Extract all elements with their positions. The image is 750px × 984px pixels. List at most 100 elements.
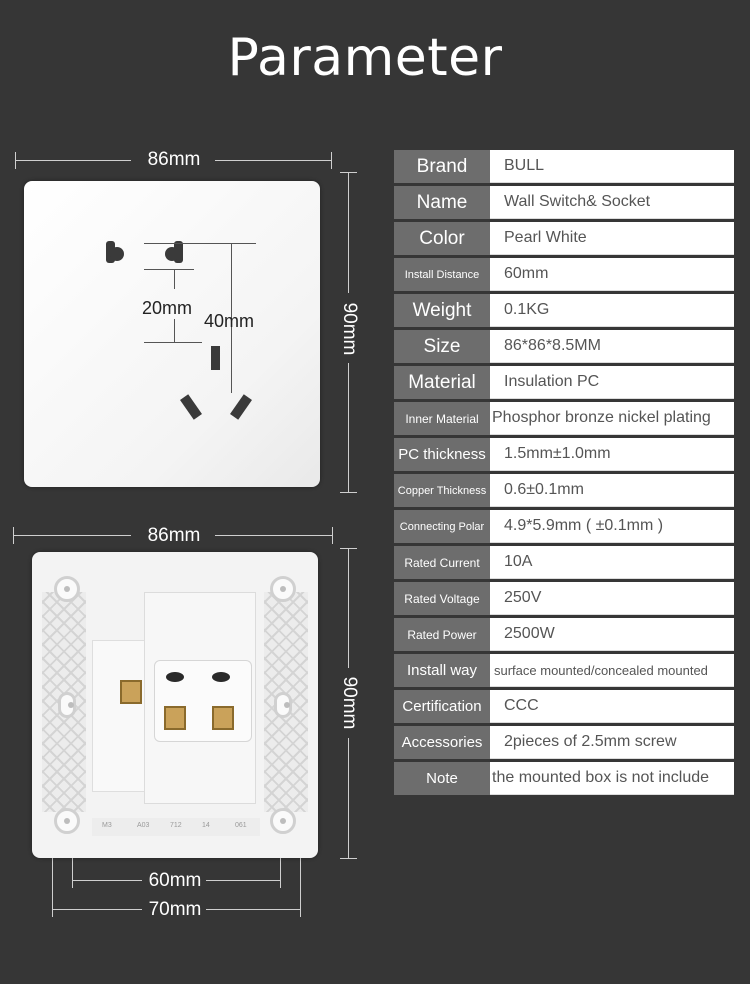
spec-key: Install Distance — [394, 258, 490, 291]
spec-value: the mounted box is not include — [490, 762, 734, 795]
spec-value: 10A — [490, 546, 734, 579]
socket-back-plate: M3 A03 712 14 061 — [32, 552, 318, 858]
back-height-label: 90mm — [339, 676, 360, 730]
hole-spacing-line-right — [206, 880, 280, 881]
spec-key: Rated Voltage — [394, 582, 490, 615]
front-height-tick-top — [340, 172, 357, 173]
spec-row-pc-thickness: PC thickness 1.5mm±1.0mm — [394, 438, 734, 471]
spec-row-note: Note the mounted box is not include — [394, 762, 734, 795]
frame-width-label: 70mm — [148, 899, 202, 920]
frame-width-line-right — [206, 909, 300, 910]
terminal-right — [212, 706, 234, 730]
mount-hole-left — [58, 692, 76, 718]
spec-key: Color — [394, 222, 490, 255]
back-height-tick-top — [340, 548, 357, 549]
spec-key: Rated Current — [394, 546, 490, 579]
frame-width-line-left — [52, 909, 142, 910]
spec-key: Rated Power — [394, 618, 490, 651]
spec-key: Name — [394, 186, 490, 219]
spec-value: 2pieces of 2.5mm screw — [490, 726, 734, 759]
spec-key: PC thickness — [394, 438, 490, 471]
hole-spacing-line-left — [72, 880, 142, 881]
terminal-screw-right — [212, 672, 230, 682]
hole-spacing-tick-left — [72, 858, 73, 888]
front-width-tick-right — [331, 152, 332, 169]
screw-hole-bottom-left — [54, 808, 80, 834]
spec-row-install-distance: Install Distance 60mm — [394, 258, 734, 291]
front-40mm-vertical — [231, 243, 232, 393]
spec-value: surface mounted/concealed mounted — [490, 654, 734, 687]
front-pin-depth-label: 40mm — [204, 311, 255, 331]
back-height-dimension-line-bottom — [348, 738, 349, 858]
spec-row-brand: Brand BULL — [394, 150, 734, 183]
spec-row-connecting-polar: Connecting Polar 4.9*5.9mm ( ±0.1mm ) — [394, 510, 734, 543]
back-code-5: 061 — [235, 822, 247, 829]
back-width-tick-right — [332, 527, 333, 544]
spec-value: Pearl White — [490, 222, 734, 255]
spec-row-color: Color Pearl White — [394, 222, 734, 255]
mount-hole-right — [274, 692, 292, 718]
spec-value: 2500W — [490, 618, 734, 651]
front-width-dimension-line-left — [16, 160, 131, 161]
spec-row-rated-power: Rated Power 2500W — [394, 618, 734, 651]
front-width-dimension-line-right — [215, 160, 332, 161]
socket-front-plate: 20mm 40mm — [24, 181, 320, 487]
back-code-3: 712 — [170, 822, 182, 829]
spec-key: Install way — [394, 654, 490, 687]
spec-key: Brand — [394, 150, 490, 183]
back-code-strip — [92, 818, 260, 836]
screw-hole-bottom-right — [270, 808, 296, 834]
spec-row-rated-current: Rated Current 10A — [394, 546, 734, 579]
spec-key: Inner Material — [394, 402, 490, 435]
spec-row-install-way: Install way surface mounted/concealed mo… — [394, 654, 734, 687]
spec-row-copper-thickness: Copper Thickness 0.6±0.1mm — [394, 474, 734, 507]
spec-key: Certification — [394, 690, 490, 723]
back-width-dimension-line-left — [13, 535, 131, 536]
socket-angled-pin-right — [230, 394, 252, 420]
back-height-dimension-line-top — [348, 548, 349, 668]
spec-value: 86*86*8.5MM — [490, 330, 734, 363]
back-code-2: A03 — [137, 822, 150, 829]
front-width-label: 86mm — [147, 149, 201, 170]
frame-width-tick-right — [300, 858, 301, 917]
spec-key: Size — [394, 330, 490, 363]
back-code-4: 14 — [202, 822, 210, 829]
spec-value: 60mm — [490, 258, 734, 291]
spec-row-inner-material: Inner Material Phosphor bronze nickel pl… — [394, 402, 734, 435]
socket-earth-pin — [211, 346, 220, 370]
spec-row-material: Material Insulation PC — [394, 366, 734, 399]
back-width-dimension-line-right — [215, 535, 333, 536]
spec-row-rated-voltage: Rated Voltage 250V — [394, 582, 734, 615]
front-height-label: 90mm — [339, 302, 360, 356]
spec-value: 0.6±0.1mm — [490, 474, 734, 507]
front-height-dimension-line-bottom — [348, 363, 349, 492]
back-height-tick-bottom — [340, 858, 357, 859]
back-code-1: M3 — [102, 822, 112, 829]
spec-key: Connecting Polar — [394, 510, 490, 543]
front-20mm-vertical — [174, 269, 175, 289]
terminal-middle — [164, 706, 186, 730]
spec-row-weight: Weight 0.1KG — [394, 294, 734, 327]
back-width-tick-left — [13, 527, 14, 544]
spec-value: Phosphor bronze nickel plating — [490, 402, 734, 435]
spec-value: Wall Switch& Socket — [490, 186, 734, 219]
spec-value: 0.1KG — [490, 294, 734, 327]
spec-row-size: Size 86*86*8.5MM — [394, 330, 734, 363]
spec-row-certification: Certification CCC — [394, 690, 734, 723]
spec-row-name: Name Wall Switch& Socket — [394, 186, 734, 219]
front-width-tick-left — [15, 152, 16, 169]
front-20mm-vertical-low — [174, 319, 175, 342]
spec-key: Material — [394, 366, 490, 399]
front-pin-line-mid — [144, 269, 194, 270]
spec-key: Accessories — [394, 726, 490, 759]
spec-value: 1.5mm±1.0mm — [490, 438, 734, 471]
spec-row-accessories: Accessories 2pieces of 2.5mm screw — [394, 726, 734, 759]
spec-value: BULL — [490, 150, 734, 183]
front-pin-spacing-label: 20mm — [142, 298, 193, 318]
spec-value: 4.9*5.9mm ( ±0.1mm ) — [490, 510, 734, 543]
front-height-dimension-line-top — [348, 173, 349, 293]
spec-key: Copper Thickness — [394, 474, 490, 507]
back-width-label: 86mm — [147, 525, 201, 546]
socket-two-pin-left-round — [110, 247, 124, 261]
socket-angled-pin-left — [180, 394, 202, 420]
